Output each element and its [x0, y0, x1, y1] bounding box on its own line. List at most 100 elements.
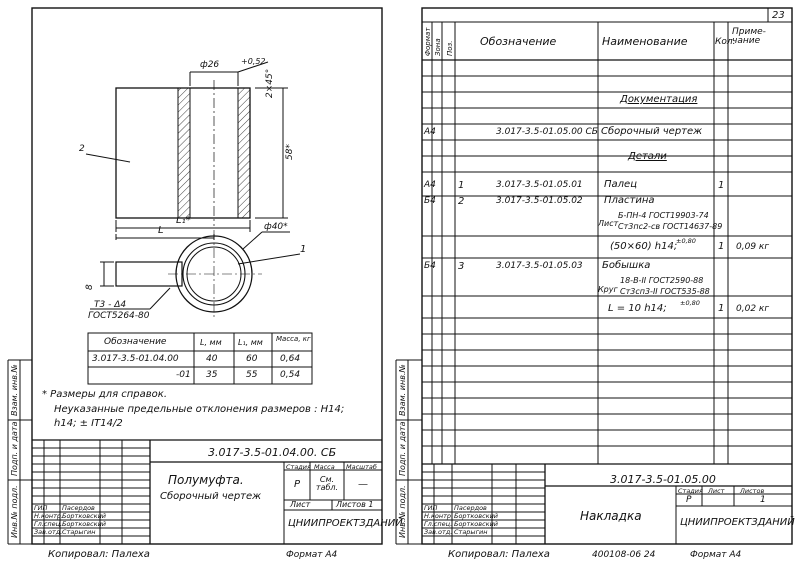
left-name-4: Старыгин	[62, 528, 96, 536]
row-1-pos: 1	[458, 180, 465, 191]
boss-spec-line1: 18-В-II ГОСТ2590-88	[620, 276, 704, 285]
row-1-code: 3.017-3.5-01.05.01	[496, 180, 583, 190]
dim-L: L	[158, 225, 164, 236]
left-doc-subname: Сборочный чертеж	[160, 491, 262, 502]
plate-spec-line2: Ст3пс2-св ГОСТ14637-89	[618, 222, 723, 231]
plate-qty: 1	[718, 241, 725, 252]
table-header-L: L, мм	[200, 338, 222, 347]
page-number: 23	[772, 10, 785, 21]
spec-header-format: Формат	[424, 27, 432, 56]
right-side-label-1: Инв.№ подл.	[398, 485, 407, 538]
left-name-1: Пасердов	[62, 504, 95, 512]
right-sheet-frame	[421, 7, 793, 545]
left-mass-header: Масса	[314, 463, 335, 471]
dim-L1: L₁*	[176, 215, 191, 226]
dim-tolerance: +0,52	[241, 57, 266, 66]
right-doc-name: Накладка	[580, 509, 642, 523]
table-row-1-L: 40	[206, 354, 218, 364]
row-1-qty: 1	[718, 180, 725, 191]
right-role-2: Н.контр.	[424, 512, 454, 520]
dim-chamfer: 2×45°	[265, 68, 275, 98]
left-name-2: Бортковский	[62, 512, 107, 520]
right-copied-by: Копировал: Палеха	[448, 549, 550, 560]
right-sheets-header: Листов	[740, 487, 765, 495]
row-doc-code: 3.017-3.5-01.05.00 СБ	[496, 127, 598, 137]
plate-mass: 0,09 кг	[736, 242, 770, 252]
row-2-code: 3.017-3.5-01.05.02	[496, 196, 583, 206]
spec-header-qty: Кол.	[715, 37, 736, 47]
left-name-3: Бортковский	[62, 520, 107, 528]
note-1: * Размеры для справок.	[42, 389, 168, 400]
right-sheet-header: Лист	[708, 487, 725, 495]
row-3-pos: 3	[458, 261, 465, 272]
left-format: Формат А4	[286, 550, 338, 560]
row-2-name: Пластина	[604, 195, 655, 206]
row-2-pos: 2	[458, 196, 465, 207]
row-1-format: А4	[424, 180, 436, 190]
boss-spec-line2: Ст3сп3-II ГОСТ535-88	[620, 287, 710, 296]
spec-header-designation: Обозначение	[480, 35, 557, 48]
dim-8: 8	[85, 284, 95, 290]
boss-qty: 1	[718, 303, 725, 314]
right-name-1: Пасердов	[454, 504, 487, 512]
spec-header-zone: Зона	[434, 38, 442, 56]
row-3-name: Бобышка	[602, 260, 651, 271]
table-row-1-mass: 0,64	[280, 354, 301, 364]
table-row-2-code: -01	[176, 370, 191, 380]
table-header-designation: Обозначение	[104, 337, 167, 347]
right-role-1: ГИП	[424, 504, 438, 512]
table-row-2-mass: 0,54	[280, 370, 301, 380]
table-row-2-L: 35	[206, 370, 218, 380]
row-doc-format: А4	[424, 127, 436, 137]
weld-standard: ГОСТ5264-80	[88, 311, 150, 321]
weld-symbol: Т3 - Δ4	[94, 300, 127, 310]
right-stage-value: Р	[686, 495, 692, 505]
left-organization: ЦНИИПРОЕКТЗДАНИЙ	[288, 518, 403, 529]
right-sheet-value: 1	[760, 495, 766, 505]
left-copied-by: Копировал: Палеха	[48, 549, 150, 560]
plate-size: (50×60) h14;	[610, 241, 678, 252]
left-scale-value: —	[358, 479, 368, 490]
boss-prefix: Круг	[598, 285, 618, 294]
left-sheets-label: Листов 1	[336, 500, 374, 509]
left-mass-value: См. табл.	[315, 475, 339, 492]
left-scale-header: Масштаб	[346, 463, 377, 471]
table-header-L1: L₁, мм	[238, 338, 263, 347]
right-stage-header: Стадия	[678, 487, 703, 495]
dim-d26: ф26	[200, 60, 220, 70]
callout-1: 1	[300, 244, 307, 255]
boss-length: L = 10 h14;	[608, 303, 667, 314]
left-doc-name: Полумуфта.	[168, 473, 244, 487]
left-role-3: Гл.спец.	[34, 520, 63, 528]
right-organization: ЦНИИПРОЕКТЗДАНИЙ	[680, 517, 795, 528]
row-1-name: Палец	[604, 179, 637, 190]
callout-2: 2	[79, 144, 85, 154]
section-documentation: Документация	[620, 94, 698, 105]
left-sheet-frame	[31, 7, 383, 545]
right-role-3: Гл.спец.	[424, 520, 453, 528]
left-role-1: ГИП	[34, 504, 48, 512]
table-header-mass: Масса, кг	[276, 335, 311, 343]
dim-58: 58*	[285, 144, 295, 160]
note-2: Неуказанные предельные отклонения размер…	[54, 404, 345, 415]
spec-header-note: Приме-чание	[732, 27, 766, 46]
right-name-4: Старыгин	[454, 528, 488, 536]
note-3: h14; ± IT14/2	[54, 418, 123, 429]
dim-d40: ф40*	[264, 222, 288, 232]
spec-header-name: Наименование	[602, 35, 688, 48]
spec-header-pos: Поз.	[446, 40, 454, 57]
table-row-1-L1: 60	[246, 354, 258, 364]
table-row-2-L1: 55	[246, 370, 258, 380]
left-role-2: Н.контр.	[34, 512, 64, 520]
boss-length-tolerance: ±0,80	[680, 299, 700, 307]
row-3-format: Б4	[424, 261, 436, 271]
right-name-2: Бортковский	[454, 512, 499, 520]
row-3-code: 3.017-3.5-01.05.03	[496, 261, 583, 271]
right-name-3: Бортковский	[454, 520, 499, 528]
boss-mass: 0,02 кг	[736, 304, 770, 314]
table-row-1-code: 3.017-3.5-01.04.00	[92, 354, 179, 364]
left-stage-header: Стадия	[286, 463, 311, 471]
left-stage-value: Р	[294, 479, 301, 490]
right-doc-code: 3.017-3.5-01.05.00	[610, 473, 716, 486]
